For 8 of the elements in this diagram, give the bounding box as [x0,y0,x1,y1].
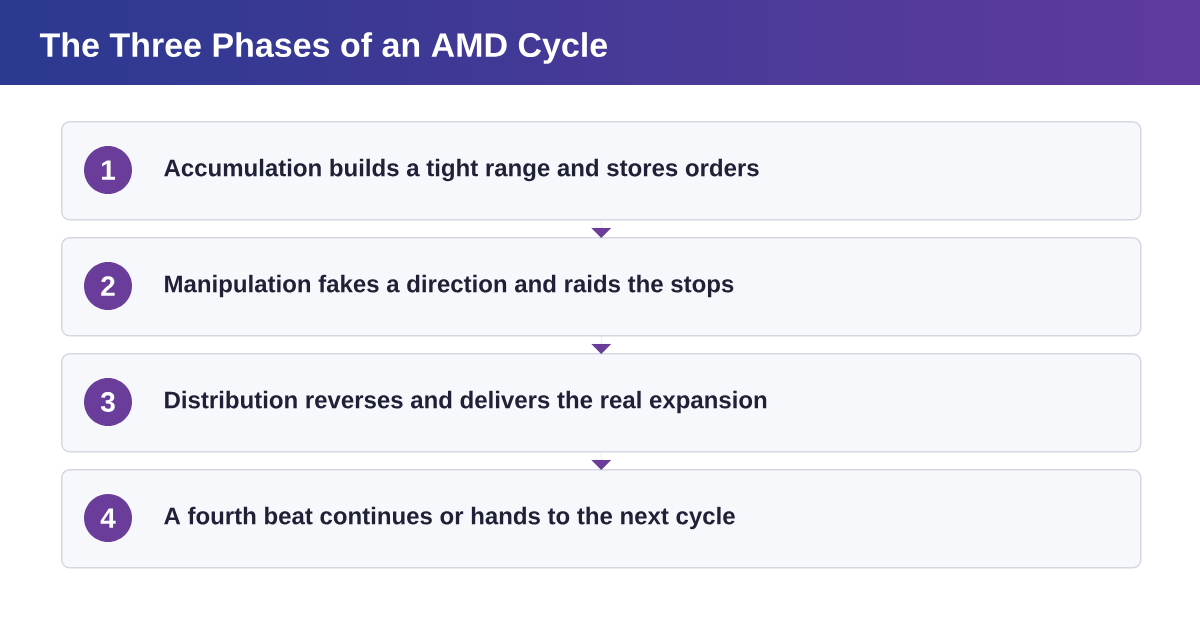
arrow [591,452,612,470]
number-badge: 3 [84,378,132,426]
number-badge: 2 [84,262,132,310]
arrow [591,336,612,354]
title: The Three Phases of an AMD Cycle [39,32,608,64]
number-badge: 1 [84,146,132,194]
number-badge: 4 [84,494,132,542]
arrow [591,220,612,238]
